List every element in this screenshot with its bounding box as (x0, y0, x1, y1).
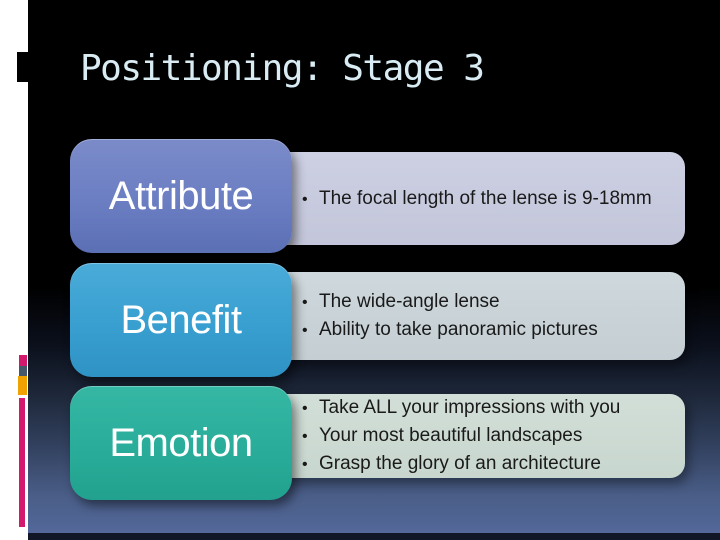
bullet-text: Grasp the glory of an architecture (319, 453, 601, 474)
bullet-icon: • (302, 400, 308, 417)
bullet-icon: • (302, 428, 308, 445)
attribute-shape: Attribute (70, 139, 292, 253)
attribute-bullets-panel: • The focal length of the lense is 9-18m… (270, 152, 685, 245)
bullet-item: • Your most beautiful landscapes (302, 422, 685, 450)
bullet-item: • Ability to take panoramic pictures (302, 316, 685, 344)
bullet-icon: • (302, 322, 308, 339)
strip-black-square (17, 52, 28, 82)
strip-pink-bar (19, 398, 25, 527)
emotion-label: Emotion (109, 420, 253, 465)
bullet-item: • The wide-angle lense (302, 288, 685, 316)
bullet-icon: • (302, 190, 308, 208)
slide-title: Positioning: Stage 3 (80, 48, 485, 89)
strip-slate-square (19, 366, 27, 376)
bottom-accent-bar (28, 533, 720, 540)
bullet-icon: • (302, 456, 308, 473)
bullet-text: The wide-angle lense (319, 291, 500, 312)
bullet-item: • Grasp the glory of an architecture (302, 450, 685, 478)
bullet-item: • The focal length of the lense is 9-18m… (302, 185, 685, 213)
strip-amber-square (18, 376, 27, 395)
bullet-icon: • (302, 294, 308, 311)
strip-pink-square (19, 355, 27, 366)
emotion-bullets-panel: • Take ALL your impressions with you • Y… (270, 394, 685, 478)
attribute-label: Attribute (108, 173, 254, 218)
bullet-item: • Take ALL your impressions with you (302, 394, 685, 422)
bullet-text: The focal length of the lense is 9-18mm (319, 187, 652, 209)
emotion-shape: Emotion (70, 386, 292, 500)
benefit-shape: Benefit (70, 263, 292, 377)
benefit-label: Benefit (120, 297, 242, 342)
benefit-bullets-panel: • The wide-angle lense • Ability to take… (270, 272, 685, 360)
bullet-text: Ability to take panoramic pictures (319, 319, 598, 340)
bullet-text: Take ALL your impressions with you (319, 397, 621, 418)
bullet-text: Your most beautiful landscapes (319, 425, 583, 446)
